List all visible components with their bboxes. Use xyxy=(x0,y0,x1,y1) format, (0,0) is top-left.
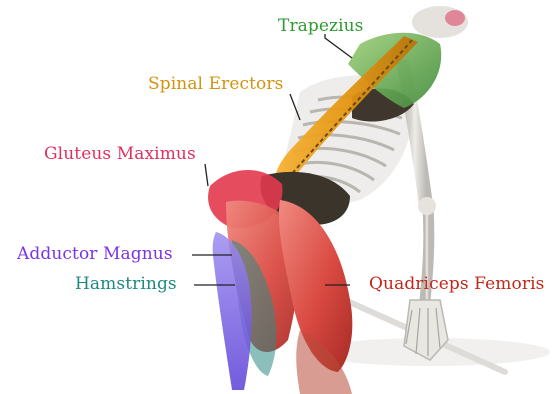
trapezius-leader xyxy=(325,34,352,58)
hamstrings-label: Hamstrings xyxy=(75,274,177,294)
skull-accent xyxy=(445,10,465,26)
elbow-joint xyxy=(418,197,436,215)
adductor-magnus-label: Adductor Magnus xyxy=(17,244,173,264)
gluteus-maximus-leader xyxy=(205,164,208,186)
trapezius-label: Trapezius xyxy=(278,16,364,36)
gluteus-maximus-label: Gluteus Maximus xyxy=(44,144,196,164)
quadriceps-femoris-label: Quadriceps Femoris xyxy=(369,274,544,294)
spinal-erectors-label: Spinal Erectors xyxy=(148,74,283,94)
